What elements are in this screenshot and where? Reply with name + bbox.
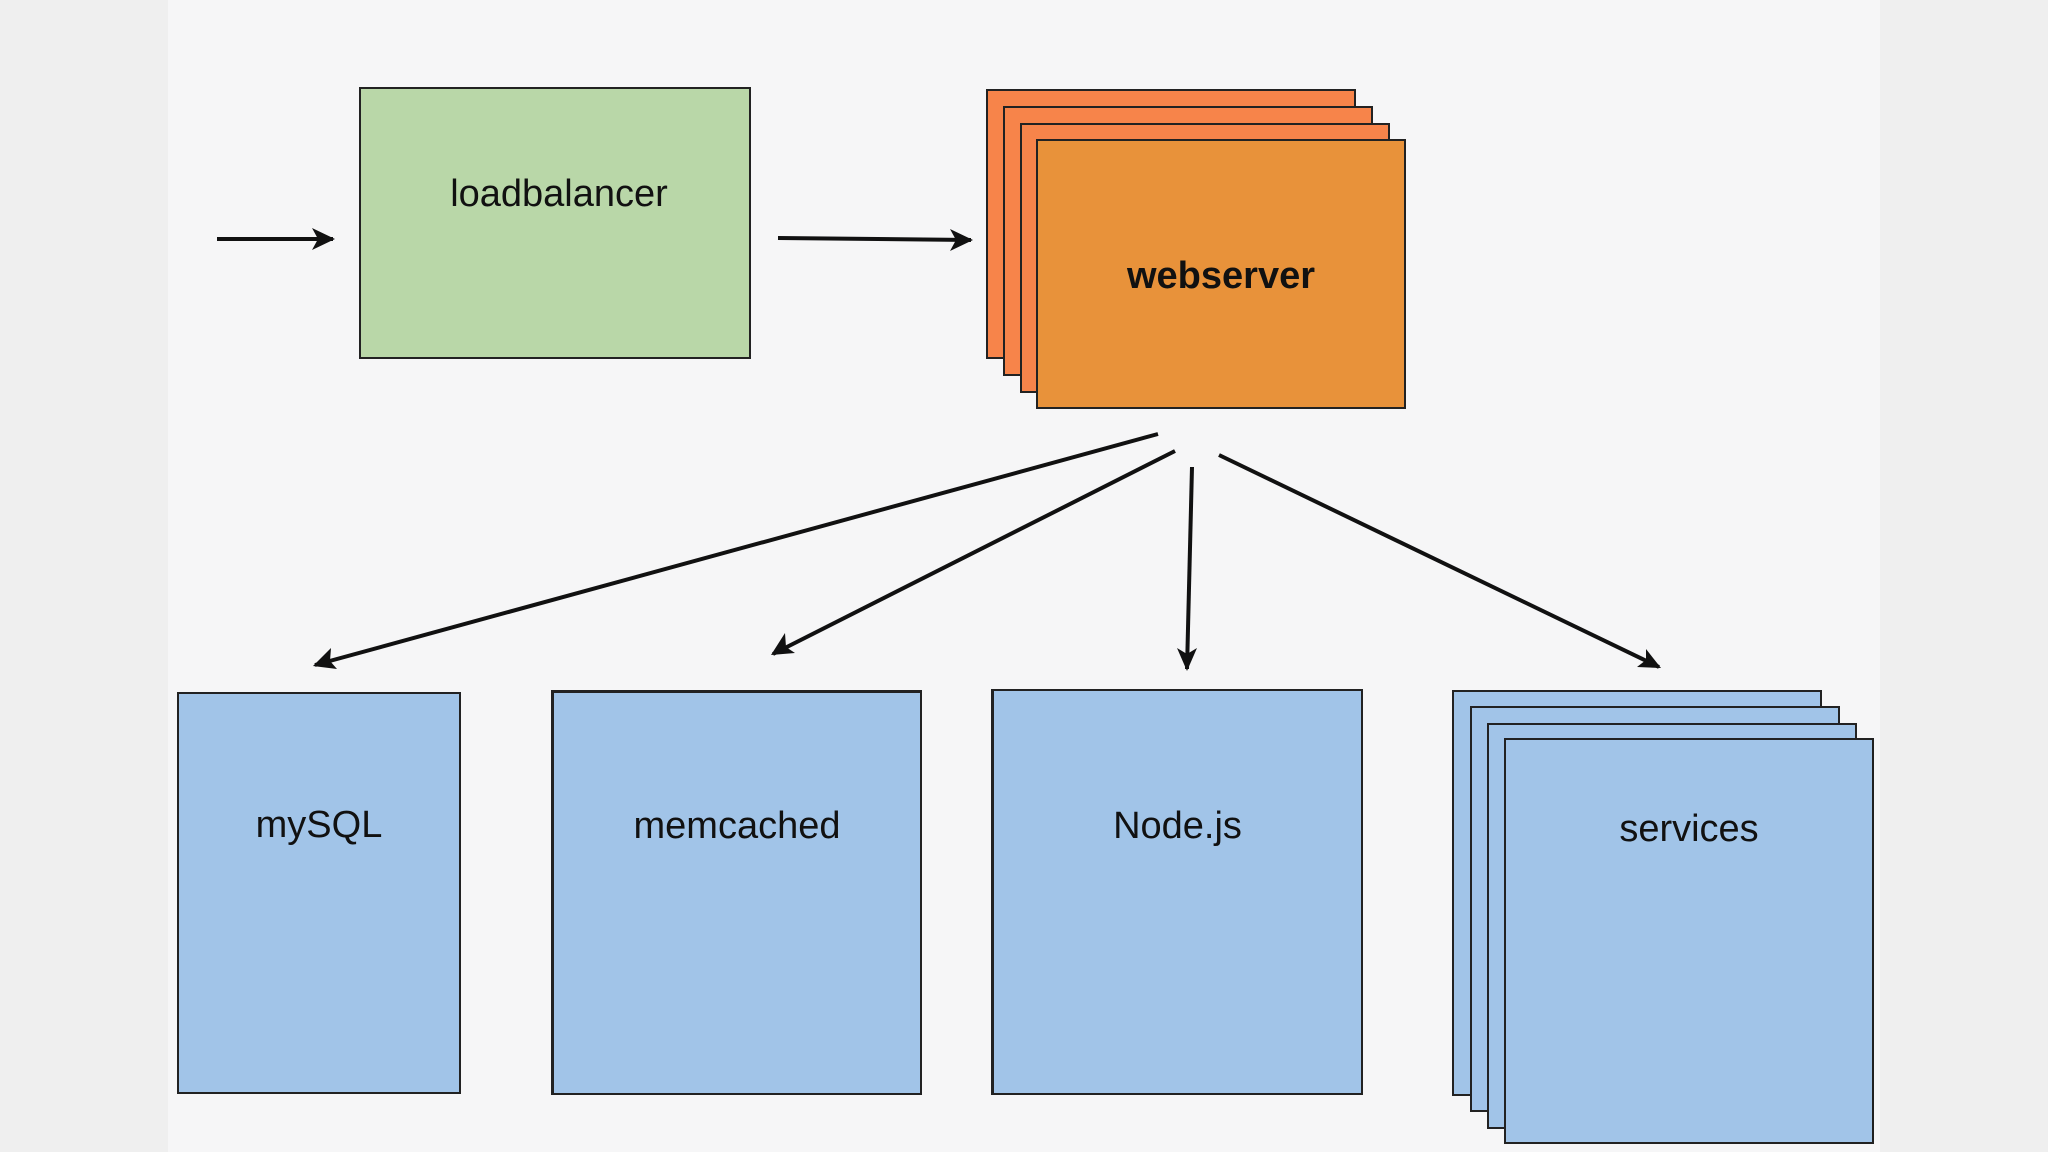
nodejs-node: Node.js bbox=[991, 689, 1363, 1095]
edge-webserver-mysql bbox=[314, 432, 1159, 667]
loadbalancer-node: loadbalancer bbox=[359, 87, 751, 359]
webserver-label: webserver bbox=[1126, 255, 1315, 297]
services-label: services bbox=[1619, 808, 1759, 850]
memcached-node: memcached bbox=[551, 690, 922, 1095]
arrowhead-mysql bbox=[313, 648, 337, 669]
edge-webserver-memcached bbox=[772, 449, 1176, 656]
memcached-label: memcached bbox=[633, 805, 841, 847]
mysql-label: mySQL bbox=[255, 804, 383, 846]
loadbalancer-label: loadbalancer bbox=[450, 173, 668, 215]
webserver-node: webserver bbox=[1036, 139, 1406, 409]
arrowhead-memcached bbox=[771, 633, 795, 655]
edge-webserver-nodejs bbox=[1185, 466, 1194, 670]
mysql-node: mySQL bbox=[177, 692, 461, 1094]
arrowhead-webserver bbox=[950, 229, 973, 251]
edge-webserver-services bbox=[1218, 453, 1660, 669]
nodejs-label: Node.js bbox=[1113, 805, 1242, 847]
edge-loadbalancer-webserver bbox=[777, 236, 972, 242]
arrowhead-services bbox=[1637, 649, 1661, 668]
arrowhead-loadbalancer bbox=[312, 228, 335, 250]
services-node: services bbox=[1504, 738, 1874, 1144]
arrowhead-nodejs bbox=[1177, 648, 1197, 671]
